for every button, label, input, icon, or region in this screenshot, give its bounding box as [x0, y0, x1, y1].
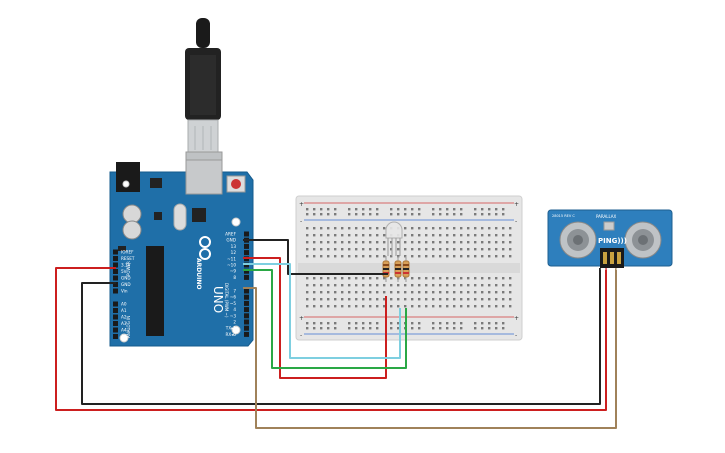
wire-pin11-red — [243, 257, 387, 379]
wire-pin10-cyan — [243, 263, 401, 359]
digital-pin — [244, 325, 249, 331]
power-pin — [113, 275, 118, 281]
digital-pin-label: 7 — [233, 289, 236, 294]
rgb-led — [385, 221, 403, 256]
digital-pin — [244, 268, 249, 274]
digital-pin-label: 12 — [231, 250, 237, 255]
digital-pin — [244, 243, 249, 249]
arduino-board: ARDUINO UNO POWER ANALOG IN DIGITAL (PWM… — [109, 159, 254, 347]
analog-pin — [113, 334, 118, 339]
digital-pin-label: 8 — [233, 275, 236, 280]
wire-5v-red — [55, 267, 607, 411]
breadboard-plus-bottom-left: + — [299, 315, 304, 322]
power-pin-label: GND — [121, 276, 131, 281]
breadboard-minus-top-left: - — [300, 218, 302, 225]
power-pin-label: 3.3V — [121, 263, 131, 268]
arduino-brand-label: ARDUINO — [195, 258, 202, 289]
analog-pin-label: A1 — [121, 308, 127, 313]
digital-pin-label: ~9 — [230, 269, 237, 274]
power-pin — [113, 288, 118, 294]
wire-pin7-brown — [243, 268, 617, 429]
sensor-pin-label: SIG — [615, 267, 621, 271]
power-pin — [113, 269, 118, 274]
digital-pin — [244, 307, 249, 313]
wires — [55, 239, 617, 429]
sensor-label: PING))) — [598, 237, 627, 245]
digital-pin — [244, 331, 249, 337]
arduino-logo — [199, 236, 211, 260]
resistor-blue — [402, 256, 410, 282]
analog-pin-label: A3 — [121, 321, 127, 326]
digital-pin-label: ~3 — [230, 313, 237, 318]
breadboard-holes — [306, 208, 512, 330]
analog-pin-label: A4 — [121, 328, 127, 333]
digital-pin — [244, 231, 249, 237]
power-pin-label: GND — [121, 282, 131, 287]
arduino-model-label: UNO — [211, 286, 225, 313]
sensor-rev-text: 28015 REV C — [552, 214, 575, 218]
analog-header-label: ANALOG IN — [126, 316, 131, 338]
analog-pin-label: A5 — [121, 334, 127, 339]
sensor-top-text: PARALLAX — [596, 214, 617, 219]
breadboard-plus-top-right: + — [514, 201, 519, 208]
digital-pin — [244, 319, 249, 325]
wire-gnd-to-breadboard — [243, 239, 388, 275]
analog-pin-label: A0 — [121, 302, 127, 307]
digital-pin — [244, 250, 249, 256]
digital-pin — [244, 294, 249, 300]
power-pin — [113, 256, 118, 261]
analog-pin-label: A2 — [121, 315, 127, 320]
digital-header-label: DIGITAL (PWM ~) — [224, 283, 229, 318]
digital-pin-label: GND — [226, 238, 236, 243]
digital-pin-label: 13 — [231, 244, 237, 249]
digital-pin-label: ~6 — [230, 295, 237, 300]
sensor-pin-label: GND — [601, 267, 609, 271]
digital-pin — [244, 274, 249, 280]
power-pin-label: Vin — [121, 289, 128, 294]
digital-pin-label: TX▸1 — [225, 326, 237, 331]
digital-pin-label: 2 — [233, 320, 236, 325]
analog-pin — [113, 321, 118, 326]
digital-pin-label: AREF — [225, 232, 236, 237]
resistor-green — [394, 256, 402, 282]
digital-pin-label: RX◂0 — [225, 332, 236, 337]
digital-pin-label: ~10 — [227, 263, 236, 268]
wire-gnd-black — [81, 268, 601, 405]
power-header-label: POWER — [126, 261, 131, 276]
digital-pin — [244, 313, 249, 319]
power-pin-label: IOREF — [121, 250, 134, 255]
digital-pin-label: ~11 — [227, 256, 236, 261]
digital-pin — [244, 300, 249, 306]
sensor-pin-label: 5V — [609, 267, 614, 271]
digital-pin — [244, 288, 249, 294]
analog-pin — [113, 314, 118, 320]
power-pin — [113, 262, 118, 268]
power-pin — [113, 282, 118, 287]
power-pin-label: RESET — [121, 256, 135, 261]
power-pin — [113, 249, 118, 255]
analog-pin — [113, 308, 118, 313]
analog-pin — [113, 301, 118, 307]
breadboard-plus-bottom-right: + — [514, 315, 519, 322]
power-pin-label: 5V — [121, 269, 127, 274]
digital-header-bottom: 7~6~54~3 2TX▸1RX◂0 — [225, 288, 249, 337]
analog-pin — [113, 327, 118, 333]
digital-pin-label: ~5 — [230, 301, 237, 306]
breadboard-minus-bottom-right: - — [515, 332, 517, 339]
wire-pin9-green — [243, 269, 407, 369]
breadboard-plus-top-left: + — [299, 201, 304, 208]
breadboard-minus-bottom-left: - — [300, 332, 302, 339]
breadboard-minus-top-right: - — [515, 218, 517, 225]
digital-pin-label: 4 — [233, 307, 236, 312]
